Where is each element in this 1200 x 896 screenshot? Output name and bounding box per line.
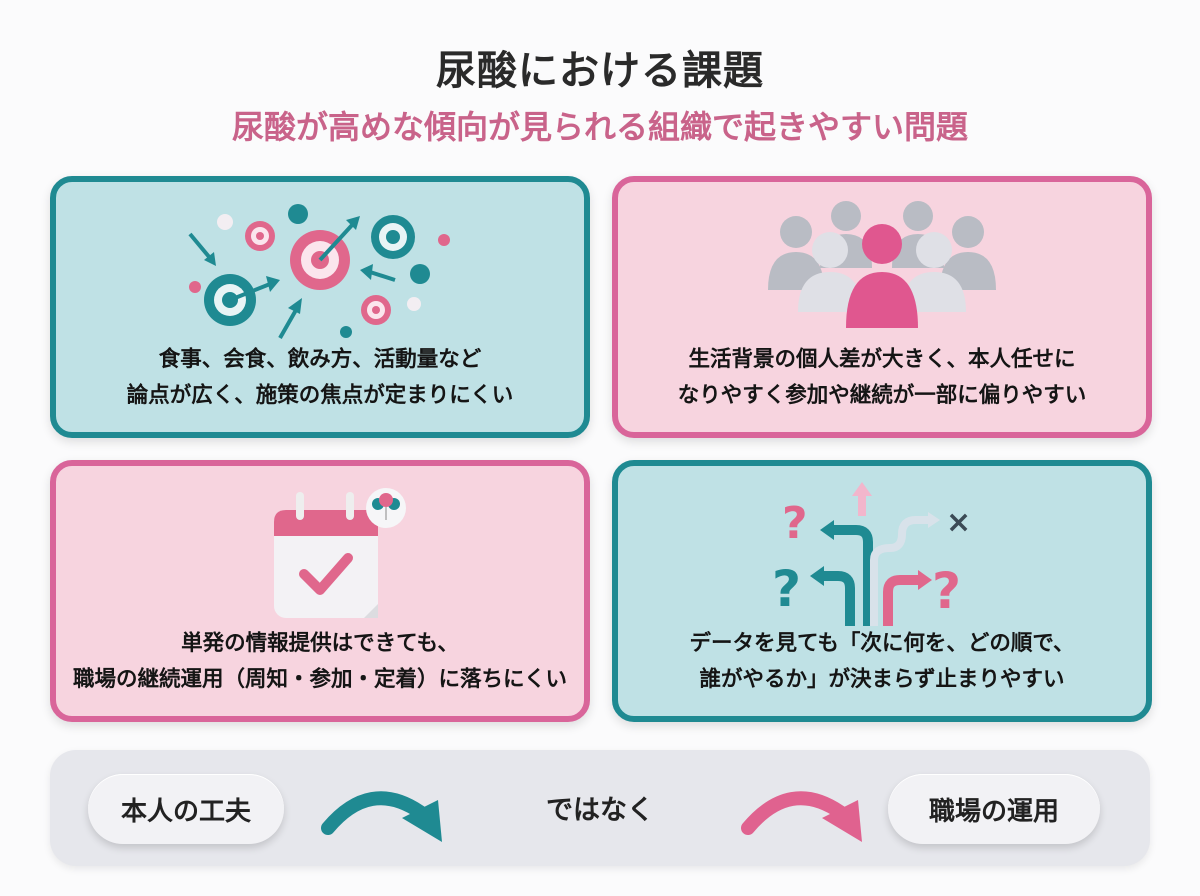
group-people-icon (618, 192, 1146, 352)
issue-text: データを見ても「次に何を、どの順で、 誰がやるか」が決まらず止まりやすい (689, 631, 1075, 692)
page-subtitle: 尿酸が高めな傾向が見られる組織で起きやすい問題 (231, 108, 968, 146)
curved-arrow-icon (320, 770, 450, 854)
issue-card-one-off-info: 単発の情報提供はできても、 職場の継続運用（周知・参加・定着）に落ちにくい (50, 460, 590, 722)
issue-card-individual-differences: 生活背景の個人差が大きく、本人任せに なりやすく参加や継続が一部に偏りやすい (612, 176, 1152, 438)
svg-text:?: ? (772, 560, 801, 618)
individual-effort-pill: 本人の工夫 (88, 774, 284, 844)
contrast-label: ではなく (546, 795, 654, 826)
svg-text:×: × (946, 505, 971, 540)
curved-arrow-icon (740, 770, 870, 854)
issue-text: 生活背景の個人差が大きく、本人任せに なりやすく参加や継続が一部に偏りやすい (677, 347, 1087, 408)
issue-text: 食事、会食、飲み方、活動量など 論点が広く、施策の焦点が定まりにくい (126, 347, 514, 408)
page-title: 尿酸における課題 (436, 48, 764, 94)
issue-card-next-action-unclear: ? ? ? × データを見ても「次に何を、どの順で、 誰がやるか」が決まらず止ま… (612, 460, 1152, 722)
targets-scattered-icon (56, 192, 584, 352)
svg-text:?: ? (932, 562, 961, 620)
calendar-check-balloon-icon (56, 476, 584, 636)
confused-directions-icon: ? ? ? × (618, 476, 1146, 636)
workplace-operation-pill: 職場の運用 (888, 774, 1100, 844)
issue-text: 単発の情報提供はできても、 職場の継続運用（周知・参加・定着）に落ちにくい (72, 631, 568, 692)
conclusion-bar: 本人の工夫 ではなく 職場の運用 (50, 750, 1150, 866)
svg-text:?: ? (782, 498, 808, 549)
issue-card-focus: 食事、会食、飲み方、活動量など 論点が広く、施策の焦点が定まりにくい (50, 176, 590, 438)
